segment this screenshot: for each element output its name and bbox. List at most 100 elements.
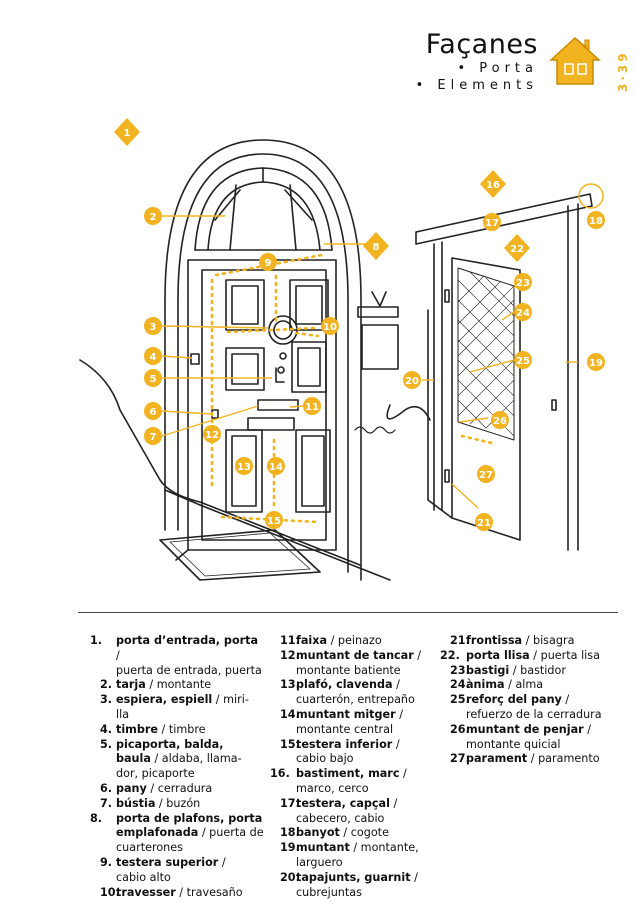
legend-item-translation: / puerta lisa	[529, 648, 600, 662]
badge-label: 13	[237, 462, 251, 473]
legend-item-translation: /	[410, 870, 418, 884]
legend-item-term: plafó, clavenda	[296, 678, 393, 692]
legend-item: 25.reforç del pany /refuerzo de la cerra…	[440, 693, 610, 723]
legend-item-translation: / alma	[504, 678, 544, 692]
legend-item-translation-cont: montante central	[296, 722, 394, 736]
badge-4: 4	[144, 347, 162, 365]
badge-24: 24	[514, 303, 532, 321]
badge-23: 23	[514, 273, 532, 291]
legend-item-term: pany	[116, 781, 147, 795]
legend-item-translation: /	[413, 648, 422, 662]
legend-item-translation: /	[218, 855, 226, 869]
legend-item-term: muntant mitger	[296, 707, 396, 721]
legend-item: 2.tarja / montante	[90, 678, 265, 693]
legend-item-number: 21.	[450, 634, 470, 647]
legend-item-number: 14.	[280, 707, 300, 721]
badge-label: 12	[205, 430, 219, 441]
legend-item-translation-cont: cuarterón, entrepaño	[296, 693, 415, 707]
badge-label: 19	[589, 358, 603, 369]
legend-item: 14.muntant mitger /montante central	[270, 708, 450, 738]
badge-14: 14	[267, 457, 285, 475]
badge-label: 27	[479, 470, 493, 481]
badge-3: 3	[144, 317, 162, 335]
badge-label: 11	[305, 402, 319, 413]
legend-item: 12.muntant de tancar /montante batiente	[270, 649, 450, 679]
house-logo-icon	[549, 36, 601, 85]
legend-item-translation-cont: cabio alto	[116, 870, 171, 884]
legend-item-term: testera, capçal	[296, 796, 390, 810]
legend-item-number: 24.	[450, 678, 470, 692]
badge-13: 13	[235, 457, 253, 475]
badge-label: 1	[124, 128, 131, 139]
badge-label: 8	[373, 242, 380, 253]
badge-8: 8	[363, 232, 389, 260]
legend-item-term: bastigi	[466, 663, 510, 677]
legend-item-term: muntant de penjar	[466, 722, 584, 736]
badge-26: 26	[491, 411, 509, 429]
legend-item: 5.picaporta, balda,baula / aldaba, llama…	[90, 738, 265, 782]
legend-item: 23.bastigi / bastidor	[440, 664, 610, 679]
legend-item: 4.timbre / timbre	[90, 723, 265, 738]
legend-item: 22.porta llisa / puerta lisa	[440, 649, 610, 664]
legend-item-term: espiera, espiell	[116, 693, 213, 707]
badge-1: 1	[114, 118, 140, 146]
legend-item: 17.testera, capçal /cabecero, cabio	[270, 797, 450, 827]
legend-item-term: testera inferior	[296, 737, 393, 751]
legend-column-1: 1.porta d’entrada, porta / puerta de ent…	[90, 634, 265, 900]
badge-label: 25	[516, 356, 530, 367]
badge-21: 21	[475, 513, 493, 531]
subtitle-porta: • Porta	[457, 61, 538, 76]
badge-17: 17	[483, 213, 501, 231]
legend-item-term: parament	[466, 752, 528, 766]
legend-item-translation-cont: cabio bajo	[296, 752, 354, 766]
legend-item: 6.pany / cerradura	[90, 782, 265, 797]
legend-item-number: 17.	[280, 796, 300, 810]
badge-label: 23	[516, 278, 530, 289]
badge-5: 5	[144, 369, 162, 387]
legend-item-term: tarja	[116, 678, 146, 692]
badge-label: 15	[267, 516, 281, 527]
badge-label: 21	[477, 518, 491, 529]
badge-2: 2	[144, 207, 162, 225]
legend-item-number: 20.	[280, 870, 300, 884]
legend-item-term: banyot	[296, 826, 340, 840]
legend-item-term: porta de plafons, porta	[116, 811, 263, 825]
legend-item-term: porta d’entrada, porta	[116, 634, 259, 647]
legend-item-translation-cont: marco, cerco	[296, 781, 369, 795]
legend-item-translation: / travesaño	[175, 885, 243, 899]
legend-item-translation: /	[392, 737, 400, 751]
legend-item-number: 22.	[440, 648, 460, 662]
legend-item: 24.ànima / alma	[440, 678, 610, 693]
legend-item-term: testera superior	[116, 855, 219, 869]
badge-label: 24	[516, 308, 530, 319]
badge-20: 20	[403, 371, 421, 389]
badge-label: 4	[150, 352, 157, 363]
subtitle-elements: • Elements	[415, 78, 538, 93]
badge-label: 20	[405, 376, 419, 387]
badge-7: 7	[144, 427, 162, 445]
legend-item: 11.faixa / peinazo	[270, 634, 450, 649]
legend-item: 21.frontissa / bisagra	[440, 634, 610, 649]
legend-item-term-cont: emplafonada	[116, 826, 199, 840]
badge-label: 3	[150, 322, 157, 333]
legend-item-number: 13.	[280, 678, 300, 692]
legend-item-term: timbre	[116, 722, 158, 736]
legend-item-number: 6.	[100, 781, 113, 795]
legend-item: 7.bústia / buzón	[90, 797, 265, 812]
badge-label: 22	[510, 244, 524, 255]
legend-item-translation-cont: cubrejuntas	[296, 885, 362, 899]
legend-item: 13.plafó, clavenda /cuarterón, entrepaño	[270, 678, 450, 708]
legend-item-number: 15.	[280, 737, 300, 751]
legend-item-number: 8.	[90, 811, 103, 825]
legend-item-translation-cont: cabecero, cabio	[296, 811, 385, 825]
badge-25: 25	[514, 351, 532, 369]
legend-item: 1.porta d’entrada, porta / puerta de ent…	[90, 634, 265, 678]
legend-item-translation: / timbre	[157, 722, 206, 736]
legend-item-translation: / cerradura	[146, 781, 213, 795]
badge-18: 18	[587, 211, 605, 229]
legend-item-translation-cont: montante batiente	[296, 663, 401, 677]
door-illustration: 1 16 8 22 2 3 4 5 6 7 9 10 11 12 13 14 1…	[79, 118, 605, 581]
legend-item-number: 11.	[280, 634, 300, 647]
